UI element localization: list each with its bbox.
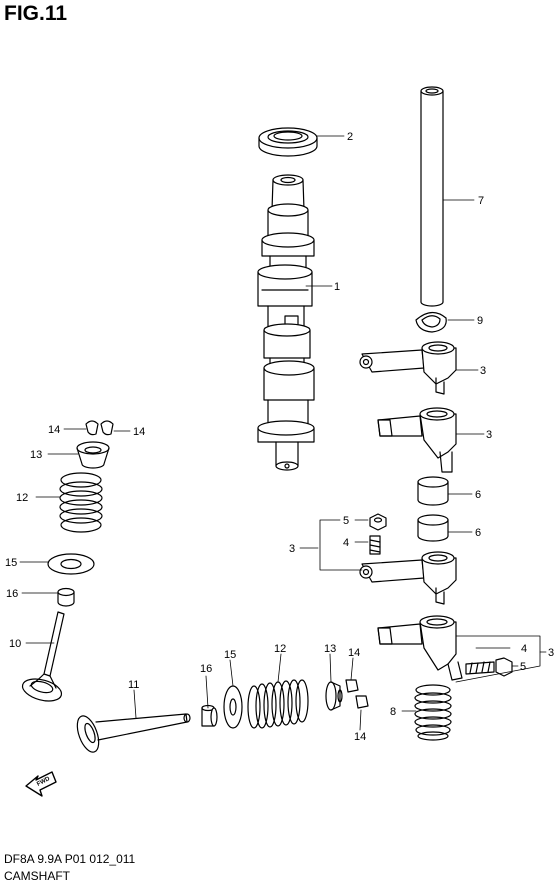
nut-part-5-a[interactable]	[369, 513, 387, 531]
cotter-part-14-d[interactable]	[355, 695, 369, 709]
callout-11: 11	[128, 679, 139, 691]
adjust-screw-part-4-b[interactable]	[465, 661, 495, 675]
valve-part-11[interactable]	[73, 713, 191, 755]
callout-8: 8	[390, 706, 396, 718]
spring-seat-part-15-b[interactable]	[223, 685, 243, 729]
callout-2: 2	[347, 131, 353, 143]
retainer-part-13-b[interactable]	[325, 681, 343, 711]
figure-code: DF8A 9.9A P01 012_011	[4, 852, 136, 866]
cotter-part-14-b[interactable]	[100, 420, 114, 436]
callout-13-a: 13	[30, 449, 42, 461]
callout-14-b: 14	[133, 426, 145, 438]
callout-15-b: 15	[224, 649, 236, 661]
callout-4-b: 4	[521, 643, 527, 655]
callout-3-d: 3	[548, 647, 554, 659]
oil-seal-part-2[interactable]	[258, 127, 318, 157]
rocker-arm-part-3-b[interactable]	[377, 407, 457, 473]
callout-14-d: 14	[354, 731, 366, 743]
washer-part-9[interactable]	[415, 311, 447, 333]
callout-15-a: 15	[5, 557, 17, 569]
callout-9: 9	[477, 315, 483, 327]
valve-spring-part-12-a[interactable]	[59, 472, 103, 533]
rocker-arm-part-3-c[interactable]	[359, 551, 457, 605]
forward-direction-arrow-icon: FWD	[25, 771, 57, 797]
callout-16-b: 16	[200, 663, 212, 675]
callout-6-b: 6	[475, 527, 481, 539]
callout-14-a: 14	[48, 424, 60, 436]
callout-3-c: 3	[289, 543, 295, 555]
spring-seat-part-15-a[interactable]	[47, 553, 95, 575]
retainer-part-13-a[interactable]	[76, 441, 110, 469]
callout-1: 1	[334, 281, 340, 293]
callout-numbers: 2 1 7 9 3 3 6 6 5 4 3 4 3 5 8 14 14 13 1…	[5, 131, 554, 743]
nut-part-5-b[interactable]	[495, 657, 513, 677]
rocker-arm-part-3-a[interactable]	[359, 341, 457, 395]
callout-10: 10	[9, 638, 21, 650]
figure-name: CAMSHAFT	[4, 869, 70, 883]
adjust-screw-part-4-a[interactable]	[369, 535, 381, 555]
rocker-arm-part-3-d[interactable]	[377, 615, 463, 681]
valve-part-10[interactable]	[20, 611, 65, 705]
rocker-shaft-part-7[interactable]	[420, 86, 444, 307]
valve-stem-seal-part-16-a[interactable]	[57, 587, 75, 607]
leader-lines	[19, 135, 547, 731]
cotter-part-14-c[interactable]	[345, 679, 359, 693]
callout-14-c: 14	[348, 647, 360, 659]
callout-16-a: 16	[6, 588, 18, 600]
bushing-part-6-b[interactable]	[417, 514, 449, 542]
callout-6-a: 6	[475, 489, 481, 501]
callout-3-b: 3	[486, 429, 492, 441]
valve-spring-part-8[interactable]	[414, 684, 452, 741]
valve-spring-part-12-b[interactable]	[247, 679, 309, 729]
callout-5-a: 5	[343, 515, 349, 527]
callout-4-a: 4	[343, 537, 349, 549]
callout-13-b: 13	[324, 643, 336, 655]
camshaft-part-1[interactable]	[257, 174, 315, 471]
valve-stem-seal-part-16-b[interactable]	[201, 704, 218, 727]
callout-5-b: 5	[520, 661, 526, 673]
callout-12-b: 12	[274, 643, 286, 655]
bushing-part-6-a[interactable]	[417, 476, 449, 506]
callout-3-a: 3	[480, 365, 486, 377]
callout-7: 7	[478, 195, 484, 207]
callout-12-a: 12	[16, 492, 28, 504]
cotter-part-14-a[interactable]	[85, 420, 99, 436]
figure-title: FIG.11	[4, 2, 68, 25]
